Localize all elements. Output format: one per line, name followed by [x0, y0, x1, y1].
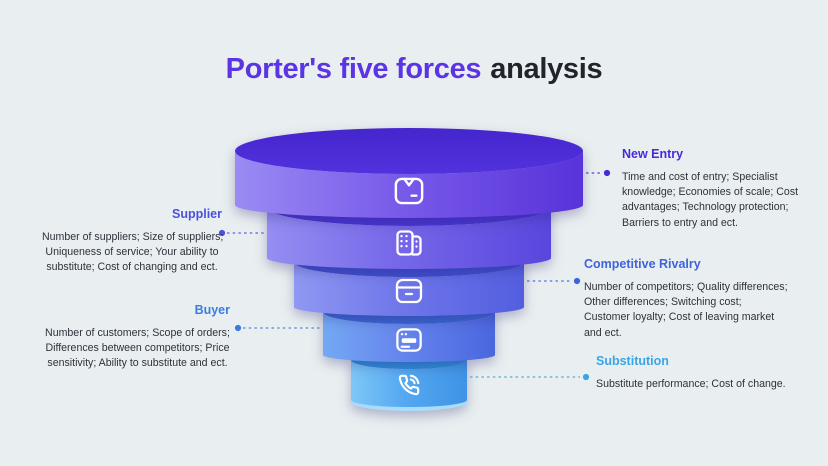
- tier-3-body: [294, 262, 524, 316]
- connector-buyer: [234, 324, 320, 332]
- page-title-highlight: Porter's five forces: [225, 53, 482, 85]
- funnel-tier-1: [235, 128, 583, 218]
- force-label-supplier: Supplier Number of suppliers; Size of su…: [42, 206, 224, 276]
- buildings-icon: [396, 230, 422, 256]
- tier-2-body: [267, 207, 551, 269]
- force-name: New Entry: [622, 147, 684, 161]
- force-description-line: Number of customers; Scope of orders;: [45, 327, 230, 339]
- force-description-line: Uniqueness of service; Your ability to: [45, 246, 219, 259]
- force-description-line: Other differences; Switching cost;: [584, 296, 742, 309]
- force-description-line: Differences between competitors; Price: [45, 342, 230, 355]
- force-description: Number of suppliers; Size of suppliers; …: [42, 230, 224, 276]
- connector-supplier: [218, 229, 264, 237]
- connector-new-entry: [586, 169, 611, 177]
- connector-substitution: [470, 373, 590, 381]
- force-description-line: Barriers to entry and ect.: [622, 216, 738, 229]
- force-description-line: Substitute performance; Cost of change.: [596, 378, 786, 390]
- tier-4-body: [323, 312, 495, 362]
- force-label-new-entry: New Entry Time and cost of entry; Specia…: [622, 146, 798, 231]
- force-description-line: and ect.: [584, 326, 622, 339]
- force-name: Competitive Rivalry: [584, 257, 701, 271]
- force-description: Substitute performance; Cost of change.: [596, 377, 786, 392]
- force-description-line: substitute; Cost of changing and ect.: [46, 261, 218, 274]
- force-description-line: Customer loyalty; Cost of leaving market: [584, 311, 775, 324]
- force-label-competitive-rivalry: Competitive Rivalry Number of competitor…: [584, 256, 788, 341]
- force-label-substitution: Substitution Substitute performance; Cos…: [596, 353, 786, 392]
- page-title-rest: analysis: [490, 53, 603, 85]
- connector-competitive-rivalry: [527, 277, 581, 285]
- storage-box-icon: [395, 278, 423, 304]
- force-name: Substitution: [596, 354, 669, 368]
- package-icon: [394, 177, 424, 205]
- tier-1-top: [235, 128, 583, 174]
- force-description-line: Number of suppliers; Size of suppliers;: [42, 231, 224, 243]
- phone-call-icon: [398, 374, 420, 396]
- browser-window-icon: [396, 328, 422, 352]
- tier-5-body: [351, 360, 467, 407]
- force-description-line: Time and cost of entry; Specialist: [622, 171, 778, 183]
- force-label-buyer: Buyer Number of customers; Scope of orde…: [45, 302, 230, 372]
- force-description-line: Number of competitors; Quality differenc…: [584, 281, 788, 293]
- force-name: Buyer: [194, 303, 230, 317]
- force-description-line: knowledge; Economies of scale; Cost: [622, 186, 799, 199]
- force-description: Number of customers; Scope of orders; Di…: [45, 326, 230, 372]
- force-description: Number of competitors; Quality differenc…: [584, 280, 788, 341]
- force-name: Supplier: [171, 207, 222, 221]
- force-description-line: sensitivity; Ability to substitute and e…: [47, 357, 228, 370]
- force-description-line: advantages; Technology protection;: [622, 201, 789, 214]
- force-description: Time and cost of entry; Specialist knowl…: [622, 170, 798, 231]
